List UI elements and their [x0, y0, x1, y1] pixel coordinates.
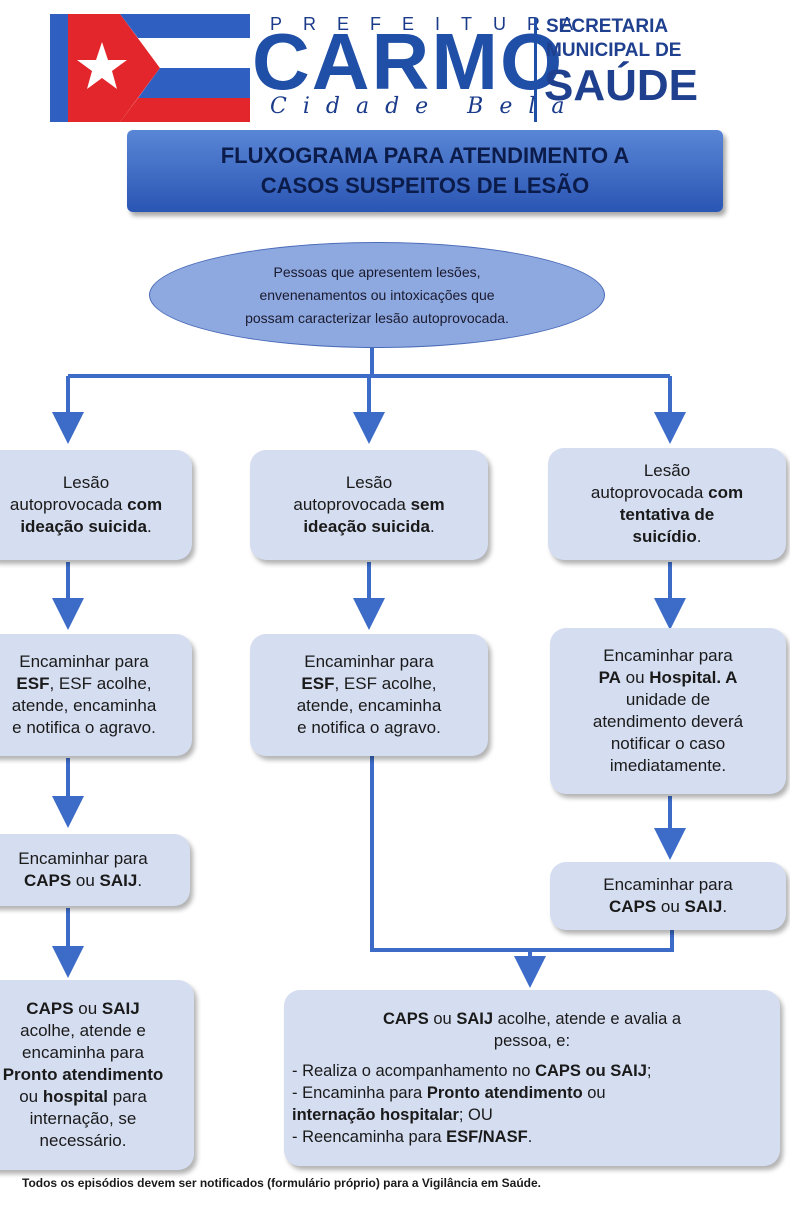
right-box2-line3: unidade de [625, 690, 711, 709]
title-line2: CASOS SUSPEITOS DE LESÃO [260, 173, 590, 198]
middle-box2-line4: e notifica o agravo. [297, 718, 441, 737]
final-line2: pessoa, e: [493, 1032, 571, 1050]
right-box-encaminhar-pa: Encaminhar para PA ou Hospital. A unidad… [550, 628, 786, 794]
left-box2-line2: ESF, ESF acolhe, [16, 674, 152, 693]
connector-middle-to-final [370, 756, 530, 952]
start-line3: possam caracterizar lesão autoprovocada. [245, 309, 509, 326]
city-slogan: Cidade Bela [270, 94, 581, 119]
city-flag-logo [50, 14, 250, 122]
right-box1-line4: suicídio. [632, 527, 702, 546]
left-box-ideacao: Lesão autoprovocada com ideação suicida. [0, 450, 192, 560]
middle-box-encaminhar-esf: Encaminhar para ESF, ESF acolhe, atende,… [250, 634, 488, 756]
city-name: CARMO [252, 17, 565, 106]
final-box-caps-avalia: CAPS ou SAIJ acolhe, atende e avalia a p… [284, 990, 780, 1166]
middle-box1-line3: ideação suicida. [303, 517, 435, 536]
right-box1-line1: Lesão [643, 461, 691, 480]
start-line1: Pessoas que apresentem lesões, [273, 263, 481, 280]
left-box4-line5: ou hospital para [19, 1087, 147, 1106]
left-box4-line3: encaminha para [22, 1043, 144, 1062]
connector-right-to-final [530, 930, 674, 952]
right-box2-line5: notificar o caso [610, 734, 726, 753]
final-bullet1: - Realiza o acompanhamento no CAPS ou SA… [292, 1062, 652, 1080]
title-banner: FLUXOGRAMA PARA ATENDIMENTO A CASOS SUSP… [127, 130, 723, 212]
left-box1-line3: ideação suicida. [20, 517, 152, 536]
left-box4-line2: acolhe, atende e [20, 1021, 146, 1040]
start-node: Pessoas que apresentem lesões, envenenam… [149, 242, 605, 348]
footer-note: Todos os episódios devem ser notificados… [22, 1176, 542, 1190]
prefeitura-label: PREFEITURA [270, 14, 595, 34]
final-bullet2: - Encaminha para Pronto atendimento ou [292, 1084, 606, 1102]
middle-box2-line2: ESF, ESF acolhe, [301, 674, 437, 693]
secretaria-line2: MUNICIPAL DE [546, 40, 682, 61]
title-line1: FLUXOGRAMA PARA ATENDIMENTO A [220, 143, 630, 168]
left-box-caps-acolhe: CAPS ou SAIJ acolhe, atende e encaminha … [0, 980, 194, 1170]
right-box-encaminhar-caps: Encaminhar para CAPS ou SAIJ. [550, 862, 786, 930]
left-box1-line1: Lesão [62, 473, 110, 492]
left-box1-line2: autoprovocada com [9, 495, 163, 514]
right-box1-line2: autoprovocada com [590, 483, 744, 502]
left-box3-line1: Encaminhar para [18, 849, 148, 868]
header-divider [534, 18, 537, 122]
right-box2-line1: Encaminhar para [603, 646, 733, 665]
right-box-tentativa: Lesão autoprovocada com tentativa de sui… [548, 448, 786, 560]
left-box3-line2: CAPS ou SAIJ. [23, 871, 143, 890]
middle-box-sem-ideacao: Lesão autoprovocada sem ideação suicida. [250, 450, 488, 560]
left-box2-line3: atende, encaminha [11, 696, 157, 715]
left-box4-line6: internação, se [29, 1109, 137, 1128]
left-box2-line1: Encaminhar para [19, 652, 149, 671]
right-box2-line2: PA ou Hospital. A [598, 668, 738, 687]
star-icon [77, 42, 127, 89]
right-box2-line4: atendimento deverá [592, 712, 744, 731]
final-line1: CAPS ou SAIJ acolhe, atende e avalia a [382, 1010, 682, 1028]
left-box4-line7: necessário. [39, 1131, 127, 1150]
left-box2-line4: e notifica o agravo. [12, 718, 156, 737]
middle-box2-line3: atende, encaminha [296, 696, 442, 715]
left-box-encaminhar-esf: Encaminhar para ESF, ESF acolhe, atende,… [0, 634, 192, 756]
start-line2: envenenamentos ou intoxicações que [259, 286, 495, 303]
final-bullet2-cont: internação hospitalar; OU [292, 1106, 493, 1124]
right-box3-line2: CAPS ou SAIJ. [608, 897, 728, 916]
middle-box2-line1: Encaminhar para [304, 652, 434, 671]
left-box-encaminhar-caps: Encaminhar para CAPS ou SAIJ. [0, 834, 190, 906]
secretaria-line3: SAÚDE [544, 61, 699, 110]
right-box3-line1: Encaminhar para [603, 875, 733, 894]
middle-box1-line1: Lesão [345, 473, 393, 492]
left-box4-line1: CAPS ou SAIJ [26, 999, 140, 1018]
left-box4-line4: Pronto atendimento [2, 1065, 164, 1084]
final-bullet3: - Reencaminha para ESF/NASF. [292, 1128, 533, 1146]
right-box1-line3: tentativa de [619, 505, 715, 524]
secretaria-line1: SECRETARIA [546, 16, 669, 37]
right-box2-line6: imediatamente. [609, 756, 727, 775]
middle-box1-line2: autoprovocada sem [293, 495, 445, 514]
